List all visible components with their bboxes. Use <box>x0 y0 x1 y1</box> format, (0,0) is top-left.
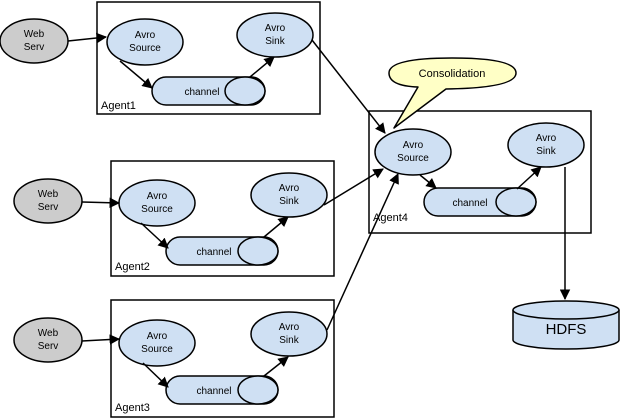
agent1-box <box>96 1 321 115</box>
hdfs-label: HDFS <box>546 321 587 338</box>
agent4-source-line2: Source <box>397 153 429 164</box>
agent3-avro-sink <box>250 311 328 357</box>
arrow-channel3-sink3 <box>263 356 289 377</box>
arrow-channel4-sink4 <box>516 166 542 190</box>
arrow-sink1-source4 <box>311 39 386 134</box>
agent1-source-line1: Avro <box>135 30 156 41</box>
agent1-source-line2: Source <box>129 43 161 54</box>
consolidation-callout-text: Consolidation <box>419 68 486 80</box>
agent1-sink-line1: Avro <box>265 23 286 34</box>
agent3-sink-line1: Avro <box>279 322 300 333</box>
arrow-web1-source1 <box>67 32 108 44</box>
arrow-source2-channel2 <box>140 222 169 249</box>
agent3-channel-cap <box>237 375 279 405</box>
agent2-avro-source <box>118 179 196 227</box>
agent2-source-line1: Avro <box>147 191 168 202</box>
agent1-channel-cap <box>224 76 266 106</box>
agent3-source-line1: Avro <box>147 331 168 342</box>
agent3-channel-label: channel <box>196 386 231 397</box>
agent2-sink-line2: Sink <box>279 196 299 207</box>
web-server-1-line1: Web <box>24 29 45 40</box>
agent4-label: Agent4 <box>373 212 408 224</box>
agent3-box <box>110 299 335 418</box>
web-server-3-line1: Web <box>38 328 59 339</box>
agent4-channel-label: channel <box>452 198 487 209</box>
agent3-sink-line2: Sink <box>279 335 299 346</box>
agent4-avro-sink <box>507 122 585 168</box>
agent4-box <box>368 110 592 234</box>
agent4-sink-line1: Avro <box>536 133 557 144</box>
web-server-2-line1: Web <box>38 189 59 200</box>
arrow-web3-source3 <box>81 334 121 345</box>
agent2-source-line2: Source <box>141 204 173 215</box>
agent2-box <box>110 160 335 277</box>
arrow-sink3-source4 <box>326 173 399 331</box>
web-server-2 <box>13 178 83 224</box>
web-server-2-line2: Serv <box>38 202 59 213</box>
connectors <box>67 32 571 388</box>
web-server-1-line2: Serv <box>24 42 45 53</box>
arrow-source3-channel3 <box>142 362 169 388</box>
arrow-source1-channel1 <box>119 60 153 89</box>
arrow-channel1-sink1 <box>249 56 275 78</box>
arrow-source4-channel4 <box>419 174 437 189</box>
agent2-channel-cap <box>237 236 279 266</box>
agent1-avro-sink <box>236 12 314 58</box>
web-server-3 <box>13 317 83 363</box>
agent1-sink-line2: Sink <box>265 36 285 47</box>
agent4-source-line1: Avro <box>403 140 424 151</box>
agent2-label: Agent2 <box>115 261 150 273</box>
agent2-avro-sink <box>250 172 328 218</box>
hdfs-cylinder-body <box>512 310 620 350</box>
consolidation-callout <box>388 57 517 129</box>
agent4-sink-line2: Sink <box>536 146 556 157</box>
agent1-channel-label: channel <box>184 87 219 98</box>
agent3-avro-source <box>118 319 196 367</box>
arrow-sink2-source4 <box>323 168 384 206</box>
agent3-label: Agent3 <box>115 402 150 414</box>
agent1-label: Agent1 <box>101 100 136 112</box>
agent2-sink-line1: Avro <box>279 183 300 194</box>
hdfs-cylinder-top <box>512 300 620 320</box>
agent1-avro-source <box>106 18 184 66</box>
arrow-web2-source2 <box>81 197 121 208</box>
web-server-3-line2: Serv <box>38 341 59 352</box>
web-server-1 <box>0 18 69 64</box>
agent3-source-line2: Source <box>141 344 173 355</box>
agent4-channel-cap <box>495 187 537 217</box>
agent2-channel-label: channel <box>196 247 231 258</box>
arrow-channel2-sink2 <box>263 216 289 238</box>
agent4-avro-source <box>374 128 452 176</box>
